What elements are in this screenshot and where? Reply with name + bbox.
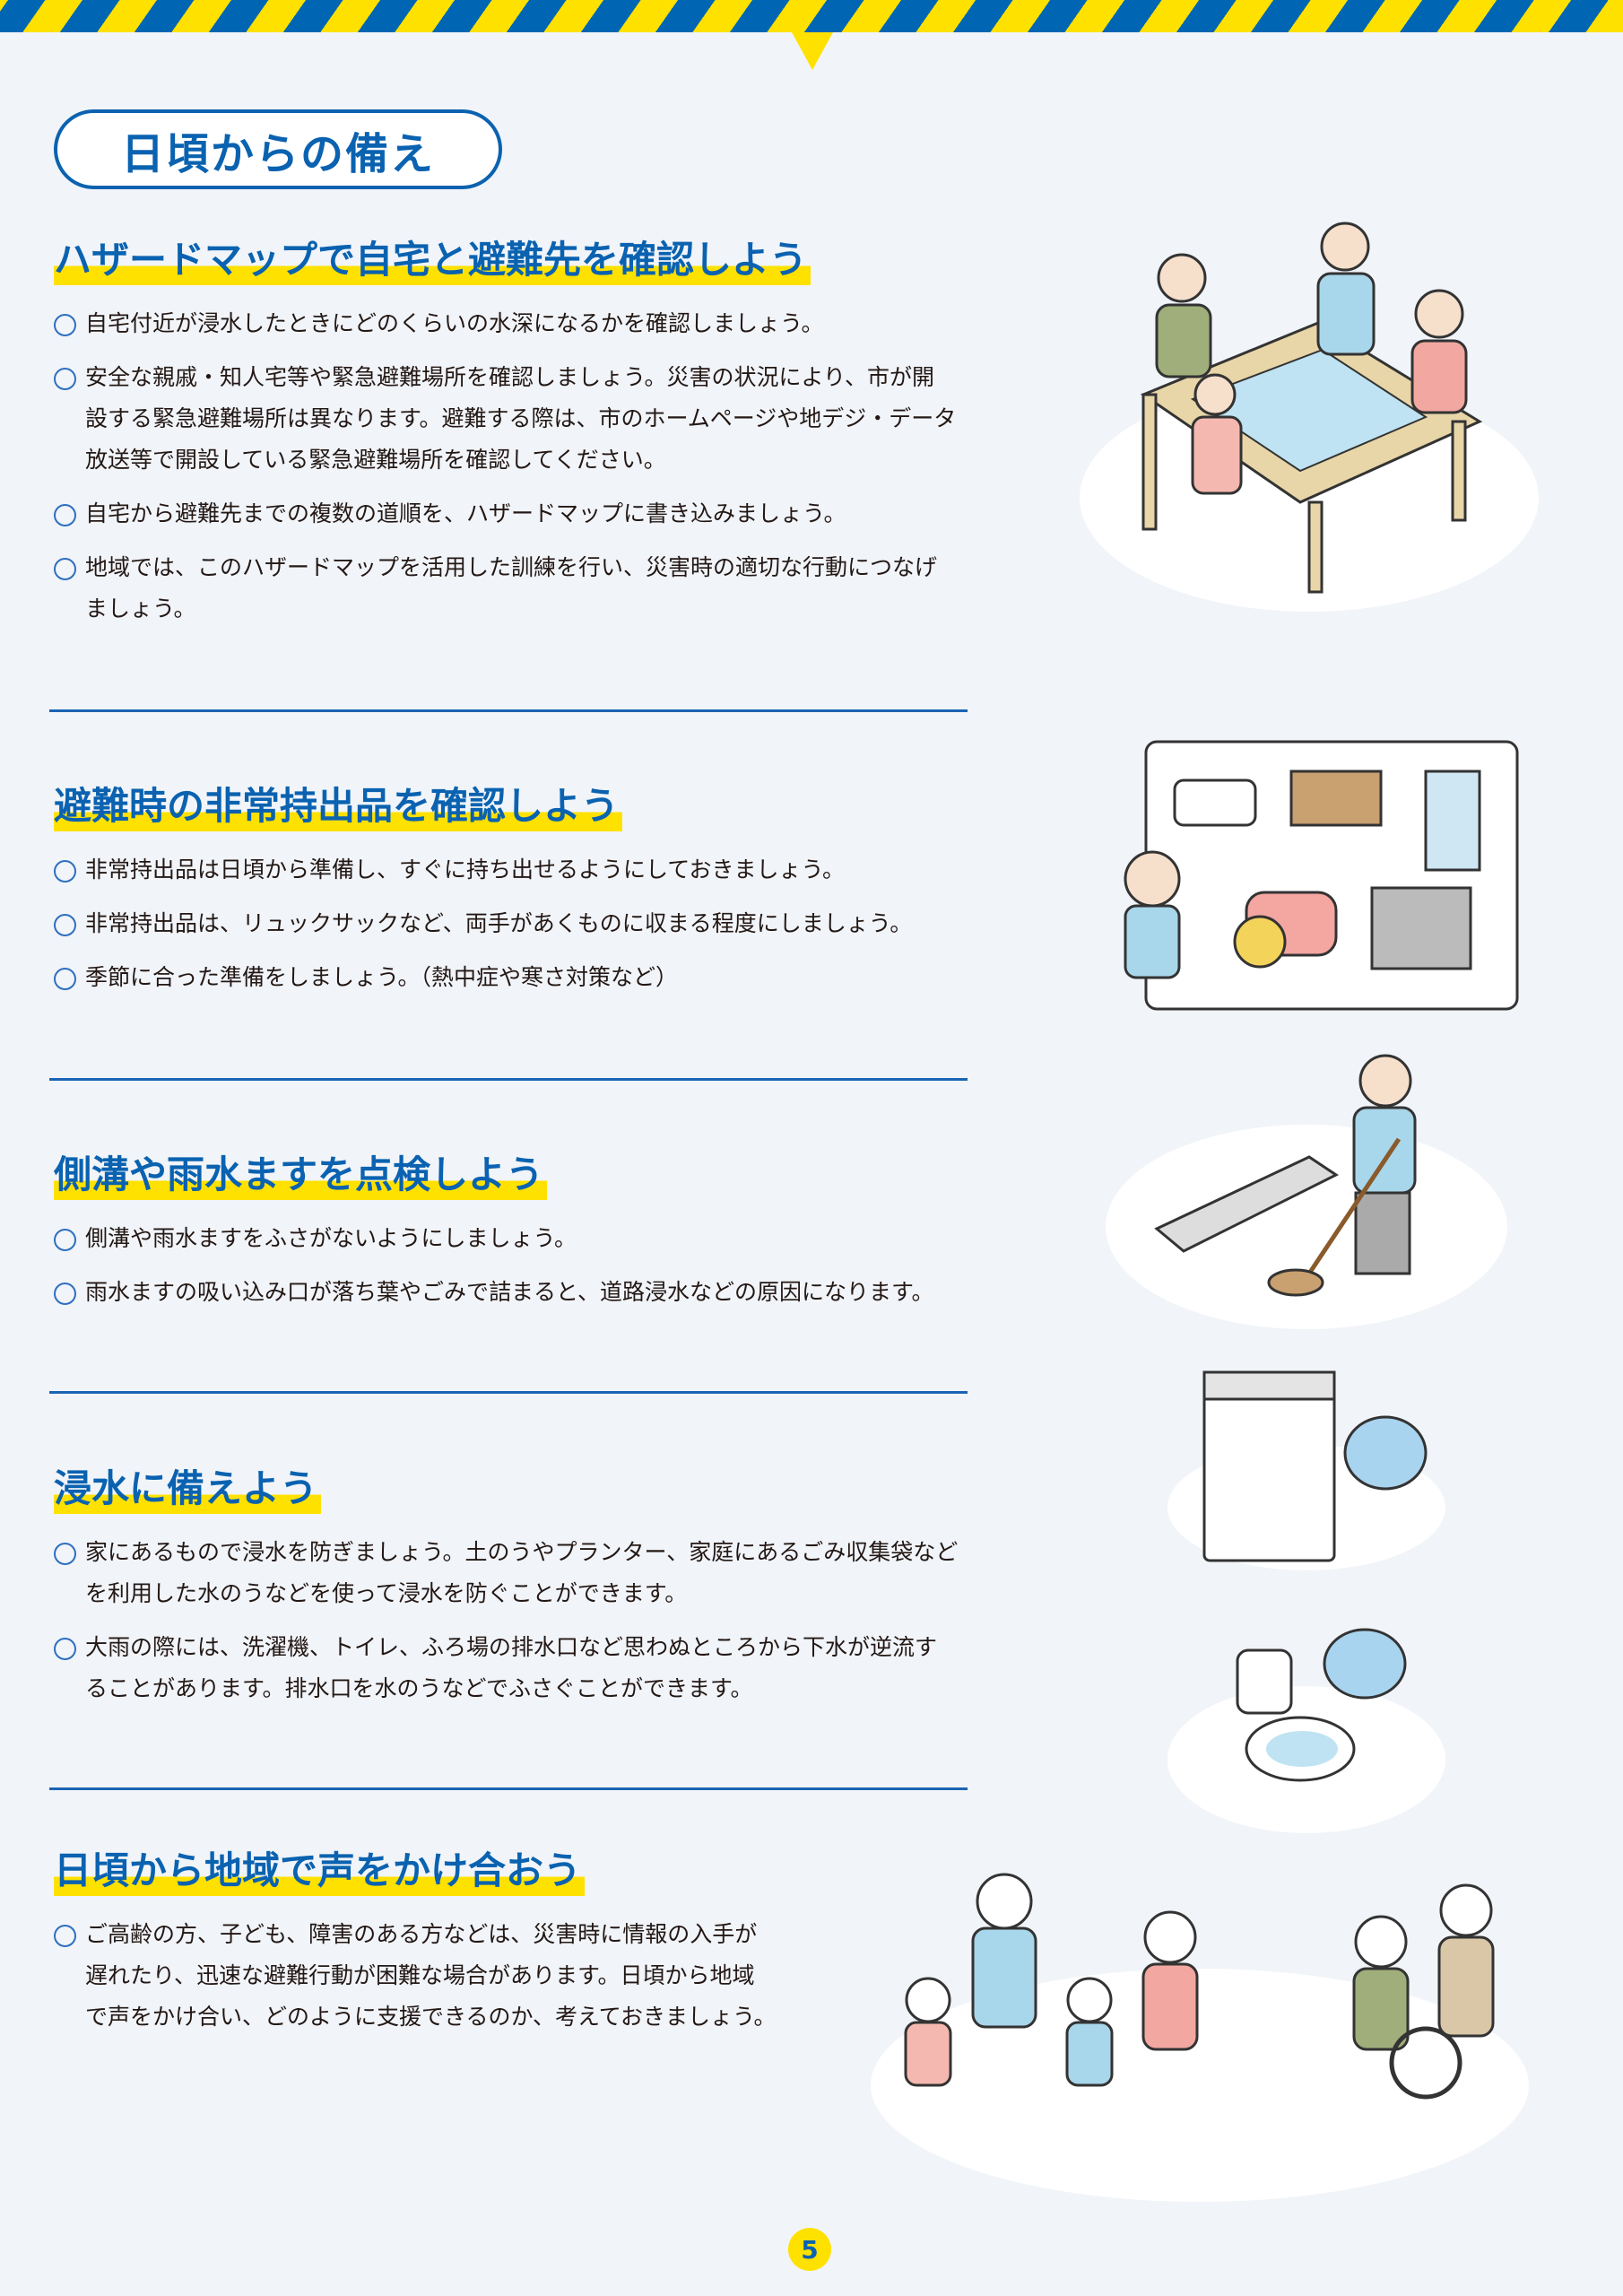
list-item: 自宅付近が浸水したときにどのくらいの水深になるかを確認しましょう。 — [54, 303, 968, 344]
section-gutter-inspection: 側溝や雨水ますを点検しよう側溝や雨水ますをふさがないようにしましょう。雨水ますの… — [54, 1150, 968, 1326]
section-flood-preparation: 浸水に備えよう家にあるもので浸水を防ぎましょう。土のうやプランター、家庭にあるご… — [54, 1464, 968, 1722]
list-item: 非常持出品は、リュックサックなど、両手があくものに収まる程度にしましょう。 — [54, 903, 968, 944]
list-item: ご高齢の方、子ども、障害のある方などは、災害時に情報の入手が遅れたり、迅速な避難… — [54, 1914, 968, 2038]
list-item-text: 自宅付近が浸水したときにどのくらいの水深になるかを確認しましょう。 — [85, 310, 824, 336]
section-heading: 側溝や雨水ますを点検しよう — [54, 1150, 548, 1200]
list-item-text: 地域では、このハザードマップを活用した訓練を行い、災害時の適切な行動につなげ — [85, 554, 938, 580]
circle-bullet-icon — [54, 314, 76, 336]
banner-pointer — [792, 32, 833, 70]
list-item-text: ましょう。 — [85, 596, 196, 622]
bullet-list: 自宅付近が浸水したときにどのくらいの水深になるかを確認しましょう。安全な親戚・知… — [54, 303, 968, 630]
circle-bullet-icon — [54, 558, 76, 580]
gutter-cleaning-illustration — [1106, 1054, 1507, 1329]
list-item-text: 大雨の際には、洗濯機、トイレ、ふろ場の排水口など思わぬところから下水が逆流す — [85, 1634, 938, 1660]
list-item-text: 季節に合った準備をしましょう。（熱中症や寒さ対策など） — [85, 964, 679, 990]
list-item-text: を利用した水のうなどを使って浸水を防ぐことができます。 — [85, 1580, 688, 1606]
circle-bullet-icon — [54, 1229, 76, 1251]
circle-bullet-icon — [54, 1925, 76, 1947]
section-divider — [49, 1078, 968, 1081]
list-item-text: 非常持出品は日頃から準備し、すぐに持ち出せるようにしておきましょう。 — [85, 857, 846, 883]
list-item-text: で声をかけ合い、どのように支援できるのか、考えておきましょう。 — [85, 2004, 777, 2030]
hazard-map-family-illustration — [1080, 222, 1539, 612]
section-hazard-map: ハザードマップで自宅と避難先を確認しよう自宅付近が浸水したときにどのくらいの水深… — [54, 235, 968, 642]
emergency-supplies-illustration — [1124, 740, 1519, 1011]
section-heading: 浸水に備えよう — [54, 1464, 322, 1514]
list-item-text: 遅れたり、迅速な避難行動が困難な場合があります。日頃から地域 — [85, 1962, 755, 1988]
circle-bullet-icon — [54, 1638, 76, 1660]
section-heading: 日頃から地域で声をかけ合おう — [54, 1846, 586, 1896]
section-heading: ハザードマップで自宅と避難先を確認しよう — [54, 235, 812, 285]
section-divider — [49, 1787, 968, 1790]
list-item: 地域では、このハザードマップを活用した訓練を行い、災害時の適切な行動につなげまし… — [54, 547, 968, 630]
caution-stripe-banner — [0, 0, 1623, 32]
bullet-list: ご高齢の方、子ども、障害のある方などは、災害時に情報の入手が遅れたり、迅速な避難… — [54, 1914, 968, 2038]
list-item-text: ることがあります。排水口を水のうなどでふさぐことができます。 — [85, 1675, 753, 1701]
list-item-text: ご高齢の方、子ども、障害のある方などは、災害時に情報の入手が — [85, 1921, 758, 1947]
list-item: 自宅から避難先までの複数の道順を、ハザードマップに書き込みましょう。 — [54, 493, 968, 535]
circle-bullet-icon — [54, 1283, 76, 1305]
circle-bullet-icon — [54, 504, 76, 526]
circle-bullet-icon — [54, 860, 76, 883]
list-item-text: 雨水ますの吸い込み口が落ち葉やごみで詰まると、道路浸水などの原因になります。 — [85, 1279, 934, 1305]
list-item: 季節に合った準備をしましょう。（熱中症や寒さ対策など） — [54, 957, 968, 998]
list-item-text: 家にあるもので浸水を防ぎましょう。土のうやプランター、家庭にあるごみ収集袋など — [85, 1539, 959, 1565]
list-item-text: 自宅から避難先までの複数の道順を、ハザードマップに書き込みましょう。 — [85, 500, 846, 526]
bullet-list: 側溝や雨水ますをふさがないようにしましょう。雨水ますの吸い込み口が落ち葉やごみで… — [54, 1218, 968, 1313]
list-item-text: 側溝や雨水ますをふさがないようにしましょう。 — [85, 1225, 577, 1251]
page-number: 5 — [788, 2228, 831, 2271]
community-evacuation-illustration — [871, 1873, 1529, 2202]
circle-bullet-icon — [54, 914, 76, 936]
section-heading: 避難時の非常持出品を確認しよう — [54, 781, 623, 831]
list-item-text: 安全な親戚・知人宅等や緊急避難場所を確認しましょう。災害の状況により、市が開 — [85, 364, 935, 390]
toilet-sandbag-illustration — [1167, 1628, 1445, 1833]
list-item-text: 設する緊急避難場所は異なります。避難する際は、市のホームページや地デジ・データ — [85, 405, 957, 431]
list-item: 大雨の際には、洗濯機、トイレ、ふろ場の排水口など思わぬところから下水が逆流するこ… — [54, 1627, 968, 1709]
list-item: 雨水ますの吸い込み口が落ち葉やごみで詰まると、道路浸水などの原因になります。 — [54, 1272, 968, 1313]
circle-bullet-icon — [54, 1543, 76, 1565]
circle-bullet-icon — [54, 968, 76, 990]
bullet-list: 家にあるもので浸水を防ぎましょう。土のうやプランター、家庭にあるごみ収集袋などを… — [54, 1532, 968, 1709]
list-item: 側溝や雨水ますをふさがないようにしましょう。 — [54, 1218, 968, 1259]
section-divider — [49, 709, 968, 712]
list-item: 非常持出品は日頃から準備し、すぐに持ち出せるようにしておきましょう。 — [54, 849, 968, 891]
section-community-support: 日頃から地域で声をかけ合おうご高齢の方、子ども、障害のある方などは、災害時に情報… — [54, 1846, 968, 2050]
bullet-list: 非常持出品は日頃から準備し、すぐに持ち出せるようにしておきましょう。非常持出品は… — [54, 849, 968, 998]
list-item: 家にあるもので浸水を防ぎましょう。土のうやプランター、家庭にあるごみ収集袋などを… — [54, 1532, 968, 1614]
list-item: 安全な親戚・知人宅等や緊急避難場所を確認しましょう。災害の状況により、市が開設す… — [54, 357, 968, 481]
washing-machine-sandbag-illustration — [1167, 1370, 1445, 1570]
section-emergency-supplies: 避難時の非常持出品を確認しよう非常持出品は日頃から準備し、すぐに持ち出せるように… — [54, 781, 968, 1011]
page-title: 日頃からの備え — [54, 109, 502, 189]
circle-bullet-icon — [54, 368, 76, 390]
list-item-text: 非常持出品は、リュックサックなど、両手があくものに収まる程度にしましょう。 — [85, 910, 913, 936]
list-item-text: 放送等で開設している緊急避難場所を確認してください。 — [85, 447, 666, 473]
section-divider — [49, 1391, 968, 1394]
